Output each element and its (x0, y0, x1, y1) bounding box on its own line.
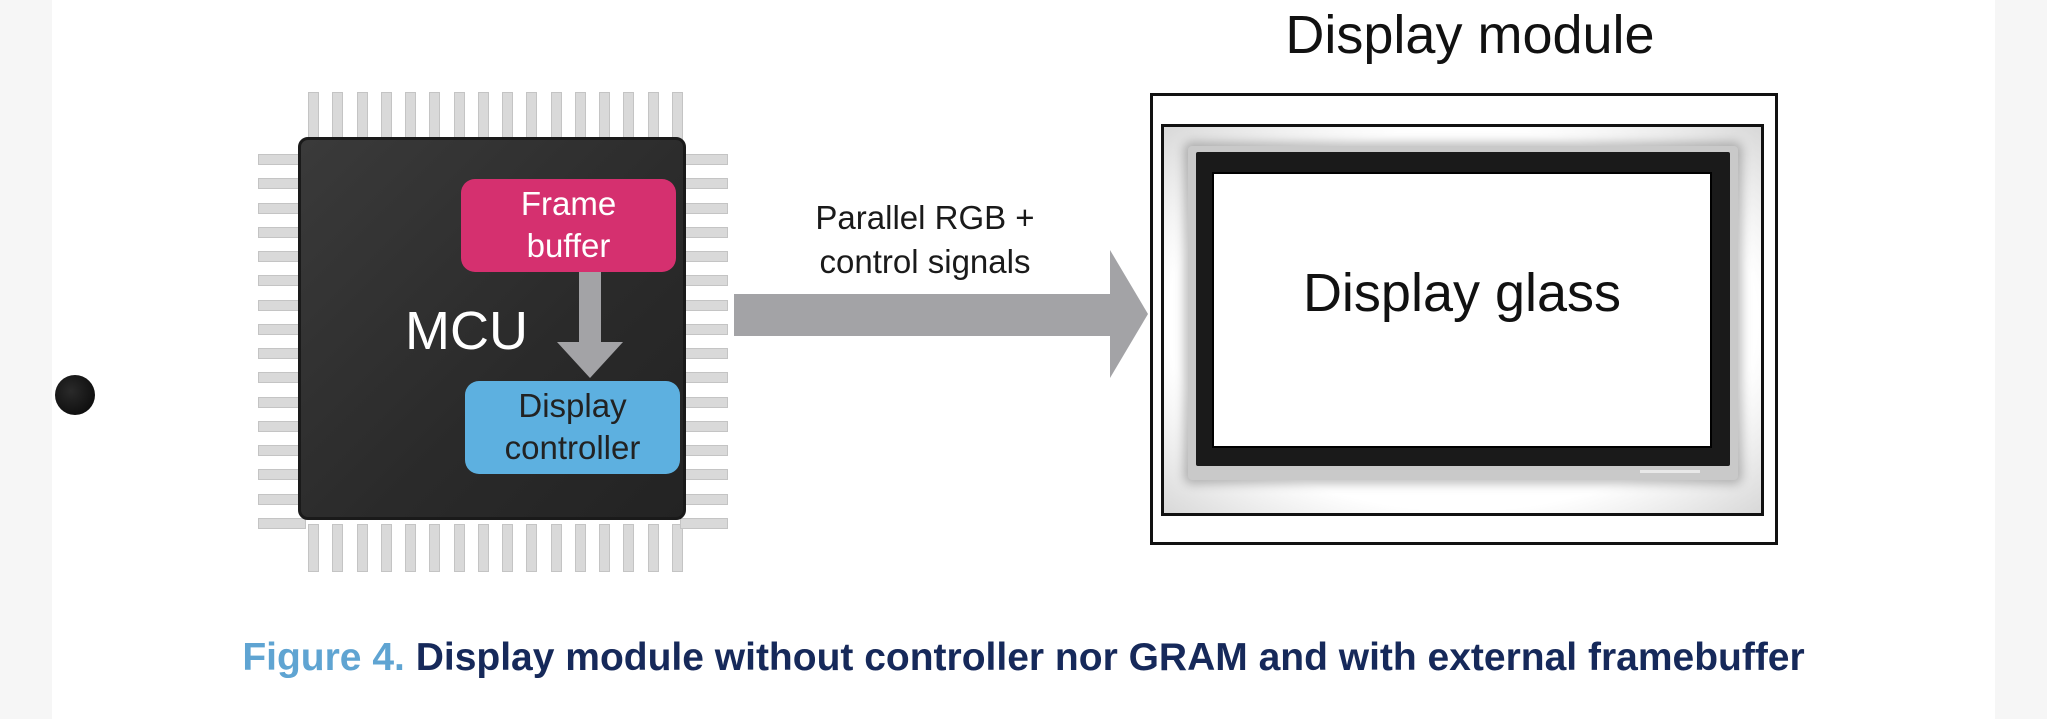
chip-pin (308, 92, 319, 140)
display-controller-label-line1: Display (518, 387, 627, 424)
left-margin-shade (0, 0, 52, 719)
signal-label-line2: control signals (819, 243, 1031, 280)
mcu-label: MCU (405, 301, 528, 361)
chip-pin (526, 524, 538, 572)
chip-pin (258, 517, 306, 529)
chip-pin (526, 92, 538, 140)
chip-pin (680, 517, 728, 529)
right-margin-shade (1995, 0, 2047, 719)
chip-pin (680, 445, 728, 457)
chip-pin (453, 92, 465, 140)
chip-pin (680, 251, 728, 263)
display-glass-label: Display glass (1302, 263, 1622, 323)
chip-pin (332, 92, 344, 140)
chip-pin (574, 92, 586, 140)
figure-number: Figure 4. (242, 636, 405, 679)
chip-pin (680, 493, 728, 505)
chip-pin (429, 92, 441, 140)
chip-pin (680, 226, 728, 238)
chip-pin (356, 92, 368, 140)
internal-arrow (557, 272, 623, 378)
display-glass (1212, 172, 1712, 448)
chip-pin (680, 178, 728, 190)
bezel-highlight (1640, 470, 1700, 473)
chip-pin (599, 524, 611, 572)
chip-pins-bottom (308, 524, 683, 572)
chip-pin (680, 275, 728, 287)
signal-label-line1: Parallel RGB + (815, 199, 1035, 236)
chip-pin (680, 323, 728, 335)
figure-caption: Figure 4. Display module without control… (0, 636, 2047, 680)
chip-pin (502, 524, 514, 572)
chip-pin (680, 348, 728, 360)
frame-buffer-label-line2: buffer (526, 227, 611, 264)
display-controller-label-line2: controller (504, 429, 641, 466)
signal-arrow (734, 250, 1148, 378)
chip-pin (680, 154, 728, 165)
chip-pin (502, 92, 514, 140)
chip-pin (477, 524, 489, 572)
signal-label: Parallel RGB + control signals (780, 196, 1070, 284)
frame-buffer-block: Frame buffer (461, 179, 676, 272)
chip-pin (671, 524, 683, 572)
chip-pin (380, 92, 392, 140)
display-module-title: Display module (1285, 5, 1655, 65)
display-controller-block: Display controller (465, 381, 680, 474)
chip-pin (680, 469, 728, 481)
frame-buffer-label-line1: Frame (520, 185, 617, 222)
chip-pin (671, 92, 683, 140)
chip-pin (405, 524, 417, 572)
chip-orientation-dot (55, 375, 95, 415)
chip-pin (550, 524, 562, 572)
chip-pin (453, 524, 465, 572)
chip-pin (429, 524, 441, 572)
chip-pin (647, 524, 659, 572)
chip-pin (623, 92, 635, 140)
chip-pin (405, 92, 417, 140)
chip-pin (680, 372, 728, 384)
chip-pin (599, 92, 611, 140)
chip-pin (680, 299, 728, 311)
chip-pin (680, 202, 728, 214)
figure-caption-text: Display module without controller nor GR… (415, 636, 1805, 679)
chip-pin (308, 524, 319, 572)
chip-pins-left (258, 154, 306, 529)
chip-pins-top (308, 92, 683, 140)
chip-pin (647, 92, 659, 140)
chip-pin (380, 524, 392, 572)
chip-pin (623, 524, 635, 572)
chip-pins-right (680, 154, 728, 529)
chip-pin (332, 524, 344, 572)
chip-pin (356, 524, 368, 572)
chip-pin (680, 420, 728, 432)
chip-pin (680, 396, 728, 408)
chip-pin (477, 92, 489, 140)
chip-pin (574, 524, 586, 572)
chip-pin (550, 92, 562, 140)
